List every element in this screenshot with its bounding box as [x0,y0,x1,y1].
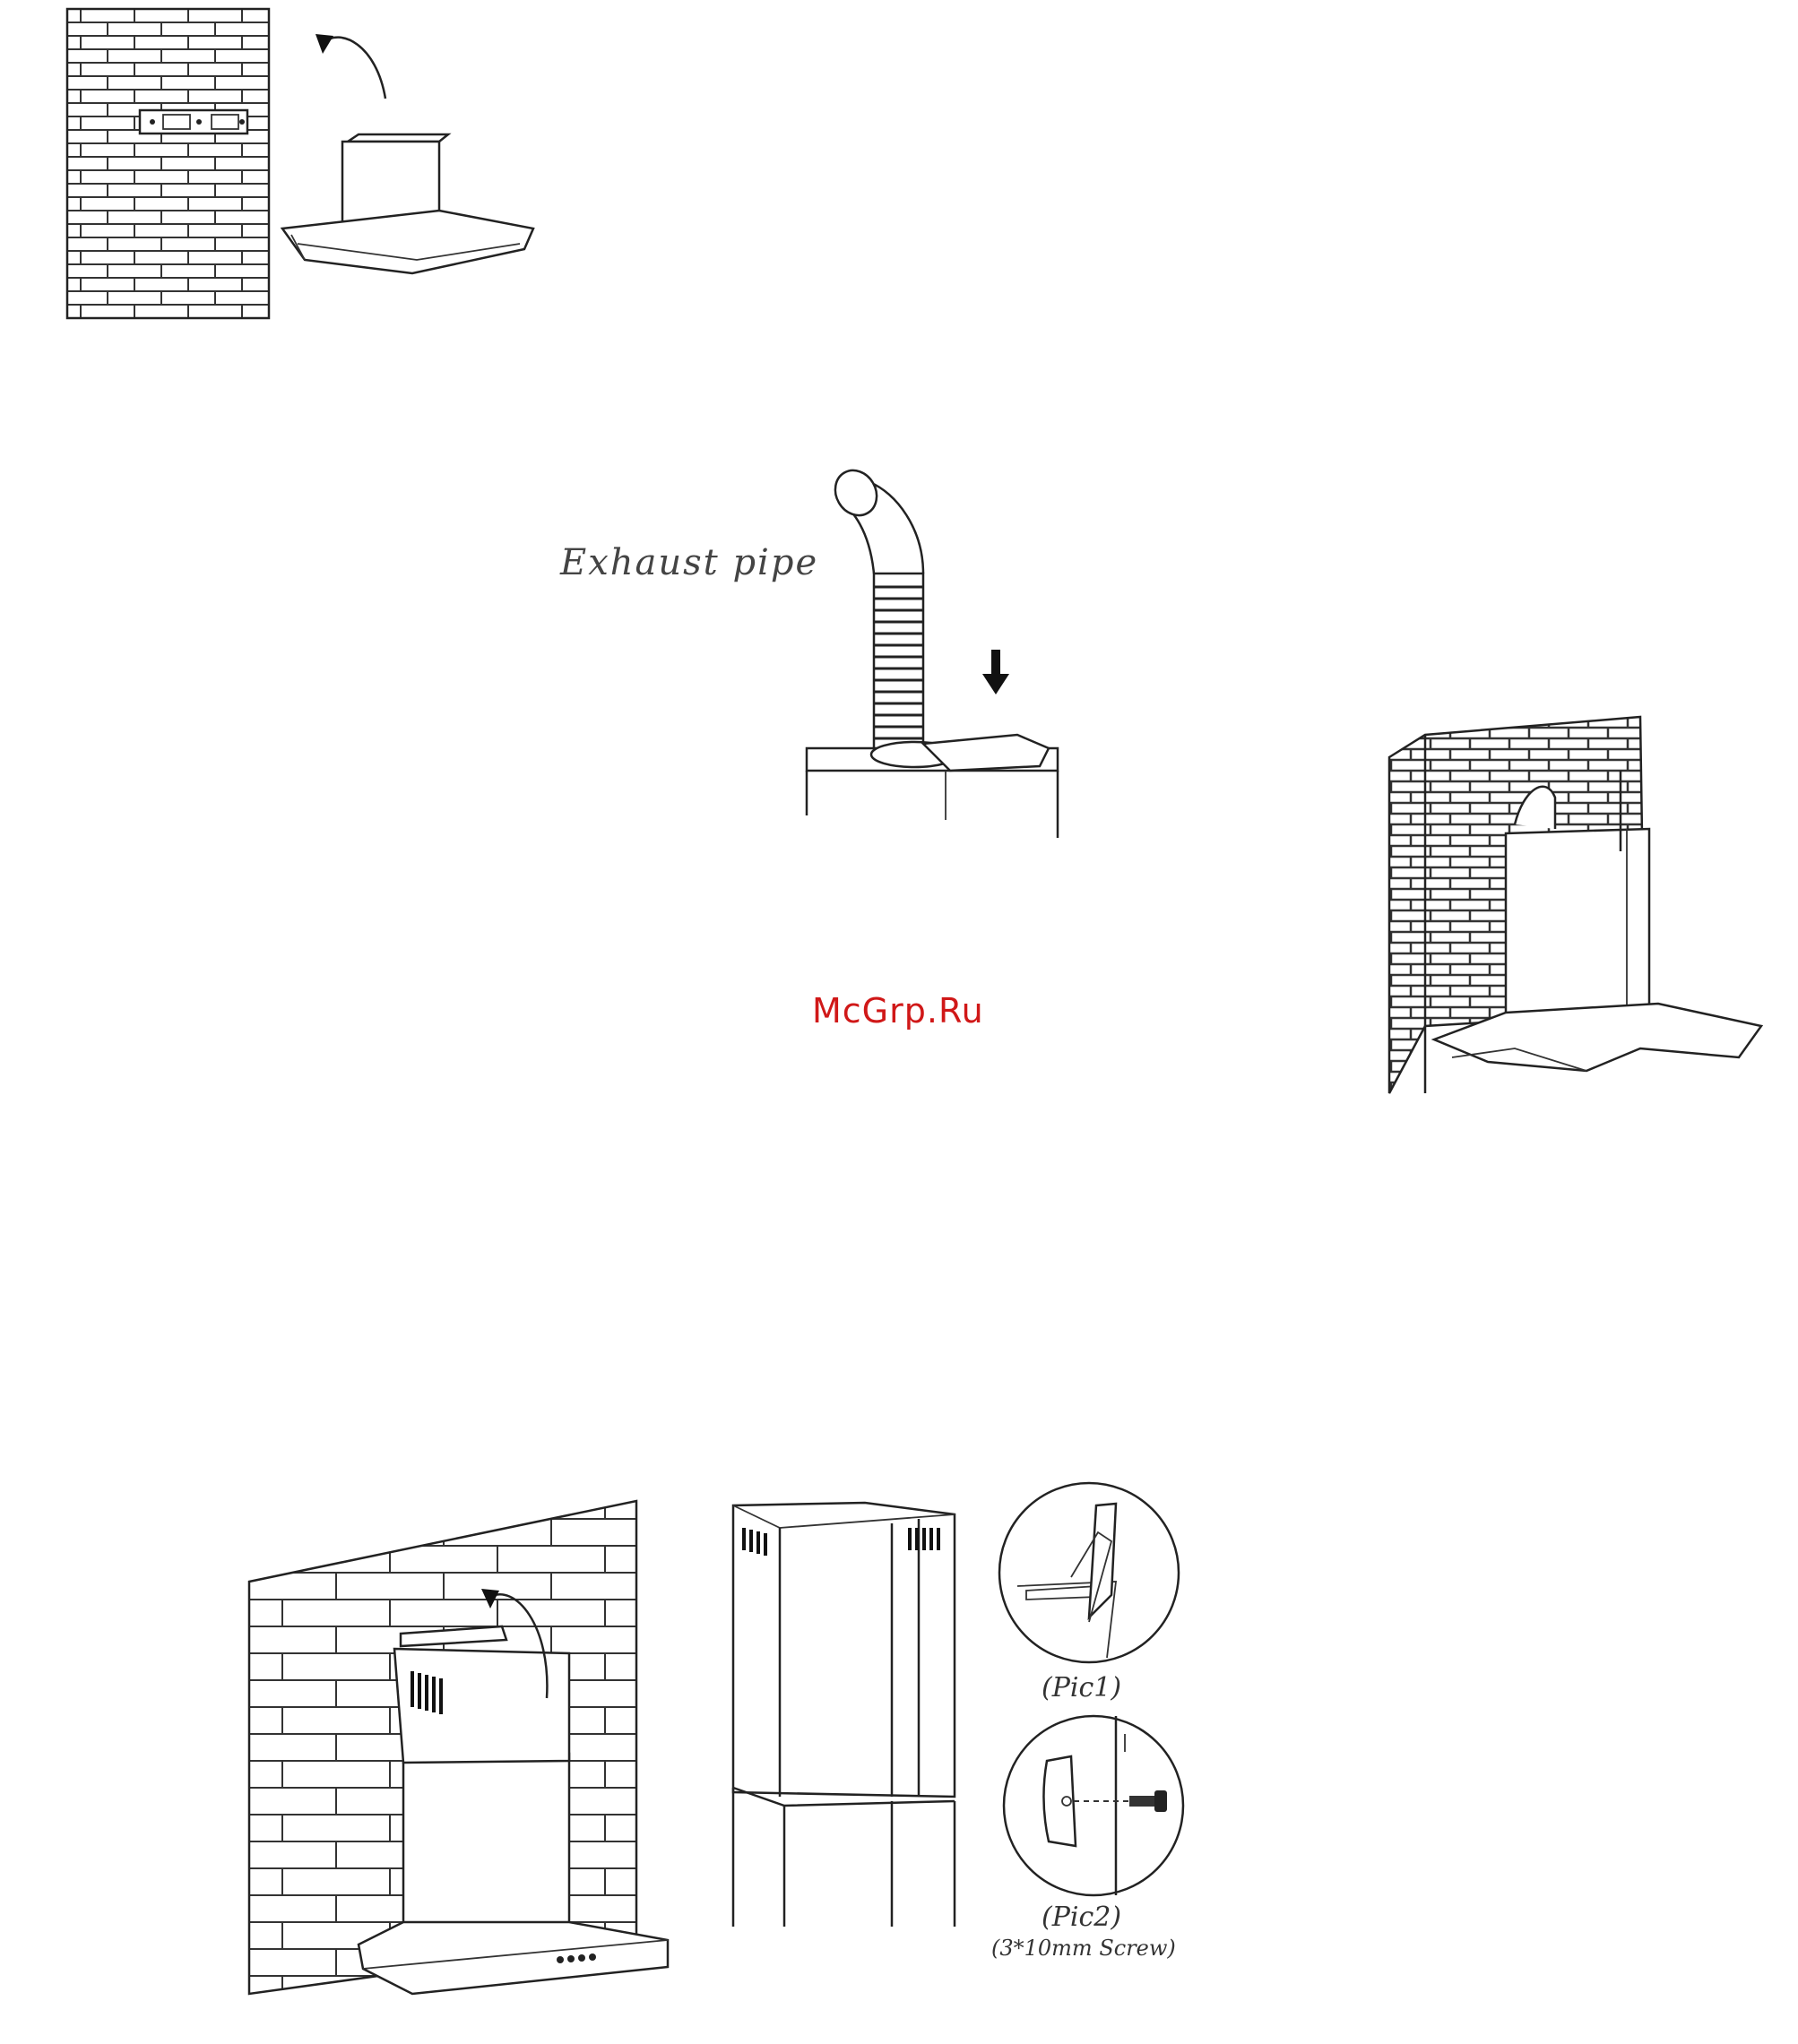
figure-detail-pic1 [990,1479,1188,1667]
range-hood [282,134,533,273]
figure-exhaust-pipe [789,475,1093,851]
figure-chimney-fitting [246,1492,677,2003]
curved-arrow-icon [316,34,385,99]
detail-circle-1 [999,1483,1179,1662]
figure-chimney-frame [730,1501,964,1931]
pic1-label: (Pic1) [1042,1672,1121,1703]
pic2-label: (Pic2) [1042,1902,1121,1933]
down-arrow-icon [982,650,1009,694]
chimney-body [394,1626,569,1958]
figure-detail-pic2 [995,1712,1192,1900]
wall-bracket [140,110,247,134]
frame-upper [733,1503,955,1797]
hood-canopy-bottom [359,1922,668,1994]
figure-chimney-wall [1380,717,1775,1102]
frame-lower [733,1788,955,1927]
watermark: McGrp.Ru [812,991,984,1031]
exhaust-pipe [827,462,923,753]
figure-hood-on-bracket [63,9,547,323]
hood-top-outlet [807,735,1058,838]
exhaust-pipe-label: Exhaust pipe [560,542,818,583]
brick-wall [67,9,269,318]
screw-size-label: (3*10mm Screw) [991,1936,1176,1961]
